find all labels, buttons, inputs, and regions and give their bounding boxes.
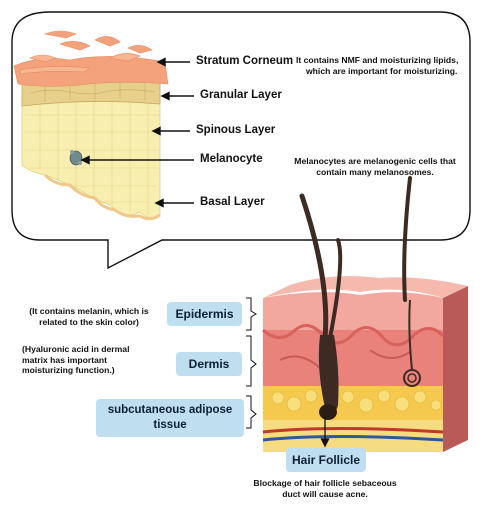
cell-layers-illustration xyxy=(13,30,169,221)
basal-layer-label: Basal Layer xyxy=(200,196,265,208)
dermis-pill: Dermis xyxy=(176,352,242,376)
hair-follicle-note: Blockage of hair follicle sebaceous duct… xyxy=(253,478,397,499)
hair-follicle-arrow xyxy=(320,416,330,448)
stratum-corneum-note: It contains NMF and moisturizing lipids,… xyxy=(296,55,459,76)
melanocyte-cell xyxy=(69,150,83,166)
callout-arrows xyxy=(80,57,194,208)
dermis-note: (Hyaluronic acid in dermal matrix has im… xyxy=(22,344,130,375)
subcutaneous-adipose-pill: subcutaneous adipose tissue xyxy=(96,399,244,437)
epidermis-pill: Epidermis xyxy=(167,302,242,326)
stratum-corneum-label: Stratum Corneum xyxy=(196,55,294,67)
spinous-layer-label: Spinous Layer xyxy=(196,124,276,136)
section-brackets xyxy=(246,297,257,429)
epidermis-note: (It contains melanin, which is related t… xyxy=(29,306,149,327)
melanocyte-label: Melanocyte xyxy=(200,153,263,165)
granular-layer-label: Granular Layer xyxy=(200,89,282,101)
hair-follicle-pill: Hair Follicle xyxy=(286,448,366,472)
skin-block-illustration xyxy=(262,176,468,452)
melanocyte-note: Melanocytes are melanogenic cells that c… xyxy=(294,156,456,177)
